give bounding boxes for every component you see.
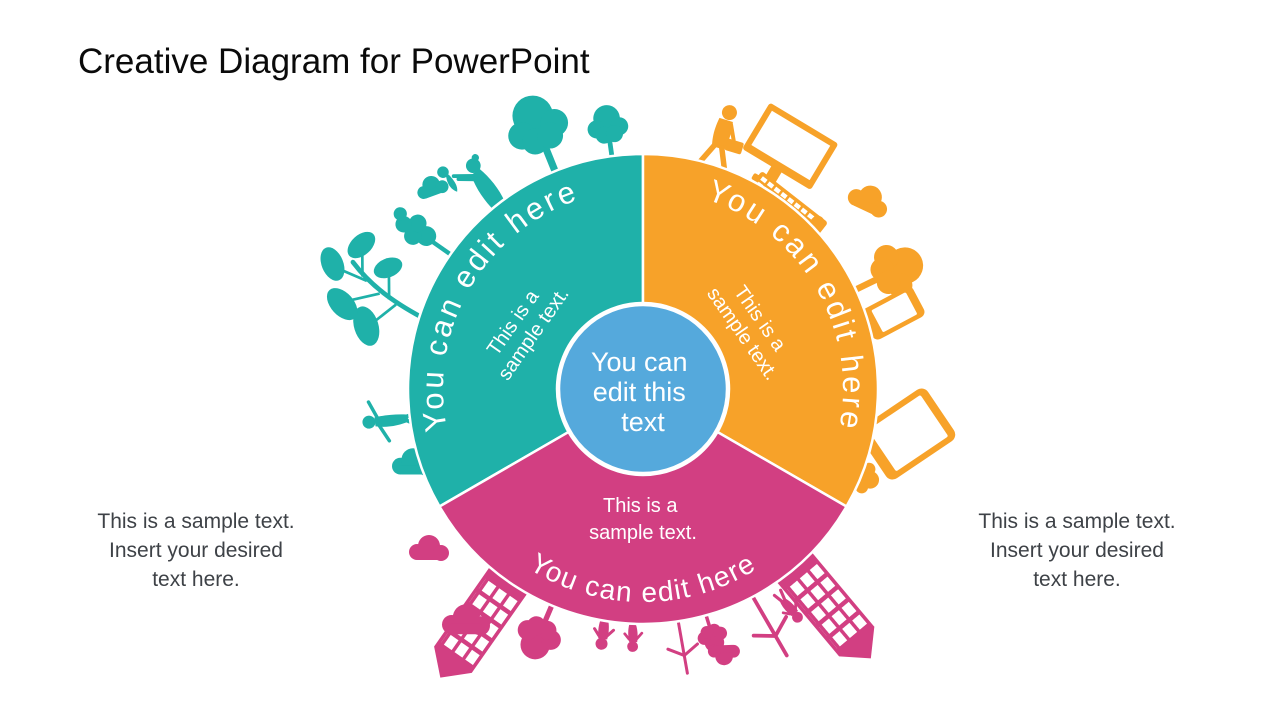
wind-turbine-icon [661, 615, 704, 678]
cloud-icon [409, 535, 449, 561]
pink-sample-text[interactable]: This is a sample text. [589, 495, 697, 544]
tree-icon [584, 102, 633, 162]
segment-pink-wedge[interactable] [438, 387, 848, 626]
right-note[interactable]: This is a sample text. Insert your desir… [978, 510, 1176, 591]
center-circle[interactable] [555, 301, 731, 477]
left-note[interactable]: This is a sample text. Insert your desir… [97, 510, 295, 591]
cloud-icon [844, 177, 895, 221]
cloud-icon [707, 643, 741, 666]
slide-title[interactable]: Creative Diagram for PowerPoint [78, 42, 590, 81]
center-circle-text[interactable]: You can edit this text [591, 347, 695, 437]
